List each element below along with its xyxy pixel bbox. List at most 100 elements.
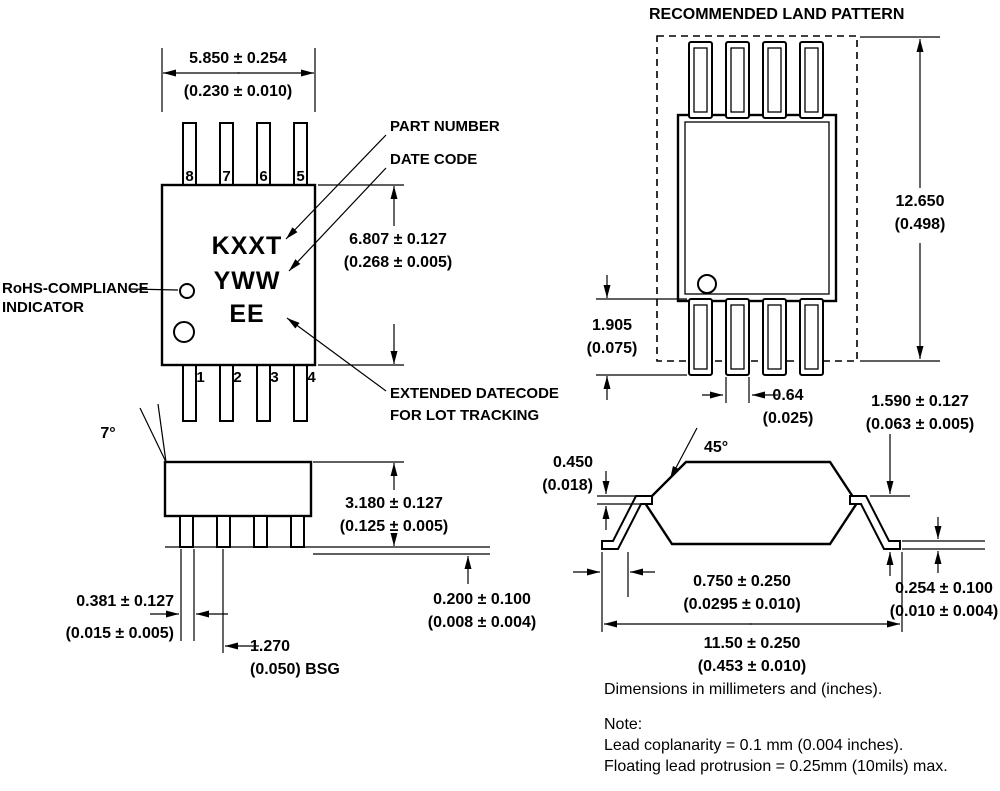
dim-pad-width: 0.64 (0.025) <box>702 377 813 427</box>
dim-text-mm: 11.50 ± 0.250 <box>704 635 801 652</box>
dim-lead-width: 0.381 ± 0.127 (0.015 ± 0.005) <box>66 549 228 642</box>
dim-text-mm: 5.850 ± 0.254 <box>189 50 287 67</box>
land-pad <box>725 298 750 376</box>
callout-label: PART NUMBER <box>390 118 500 135</box>
callout-extended-datecode: EXTENDED DATECODE FOR LOT TRACKING <box>286 317 559 424</box>
body-outline-outer <box>676 113 838 303</box>
dim-text-in: (0.498) <box>895 216 946 233</box>
dim-lead-pitch: 1.270 (0.050) BSG <box>222 549 340 678</box>
pin-lead-side <box>253 515 268 548</box>
note-heading: Note: <box>604 716 642 733</box>
dim-lead-thickness: 0.450 (0.018) <box>542 454 643 530</box>
land-pattern: RECOMMENDED LAND PATTERN <box>587 6 946 427</box>
leader-line <box>286 317 387 392</box>
top-view: 8 7 6 5 1 2 3 4 KXXT YWW EE 5.850 ± 0.25… <box>2 48 559 424</box>
pin-number: 7 <box>222 168 230 185</box>
land-pad-inner <box>767 304 782 370</box>
pin-lead <box>182 363 197 422</box>
dim-pad-length: 1.905 (0.075) <box>587 275 687 400</box>
dim-text-mm: 1.590 ± 0.127 <box>871 393 969 410</box>
marking-date-code: YWW <box>214 267 281 295</box>
pin-number: 5 <box>296 168 304 185</box>
dim-text-in: (0.230 ± 0.010) <box>184 83 292 100</box>
dim-text-mm: 12.650 <box>896 193 945 210</box>
top-view-pin-numbers: 8 7 6 5 1 2 3 4 <box>185 168 316 386</box>
pin-number: 6 <box>259 168 267 185</box>
land-pad <box>799 298 824 376</box>
callout-label: DATE CODE <box>390 151 477 168</box>
pin-number: 4 <box>307 369 316 386</box>
pin-lead-side <box>216 515 231 548</box>
land-pad-inner <box>730 47 745 113</box>
note-line: Floating lead protrusion = 0.25mm (10mil… <box>604 758 948 775</box>
land-pad <box>688 298 713 376</box>
dim-text-angle: 7° <box>100 425 115 442</box>
land-pad-inner <box>804 47 819 113</box>
pin-number: 3 <box>270 369 278 386</box>
gullwing-lead-right <box>849 495 901 550</box>
dim-text-in: (0.018) <box>542 477 593 494</box>
callout-date-code: DATE CODE <box>288 151 477 272</box>
dim-text-mm: 1.905 <box>592 317 632 334</box>
callout-rohs-indicator: RoHS-COMPLIANCE INDICATOR <box>2 280 179 316</box>
pin1-indicator-dot <box>173 321 195 343</box>
land-pad-inner <box>693 47 708 113</box>
dim-text-in: (0.010 ± 0.004) <box>890 603 998 620</box>
callout-label: RoHS-COMPLIANCE <box>2 280 149 297</box>
top-view-package-outline <box>160 122 317 422</box>
dim-draft-angle: 7° <box>100 403 167 463</box>
units-note: Dimensions in millimeters and (inches). <box>604 681 882 698</box>
pin-lead <box>219 363 234 422</box>
dim-text-mm: 0.450 <box>553 454 593 471</box>
pin-number: 2 <box>233 369 241 386</box>
leader-line <box>288 167 387 272</box>
package-body-side <box>163 460 313 518</box>
dim-text-mm: 3.180 ± 0.127 <box>345 495 443 512</box>
dim-foot-length: 0.750 ± 0.250 (0.0295 ± 0.010) <box>573 552 801 613</box>
dim-text-in: (0.268 ± 0.005) <box>344 254 452 271</box>
dim-body-length: 6.807 ± 0.127 (0.268 ± 0.005) <box>318 184 452 366</box>
callout-part-number: PART NUMBER <box>285 118 500 240</box>
end-view: 45° 0.450 (0.018) 1.590 ± 0.127 (0.063 ±… <box>542 393 998 675</box>
dim-standoff: 0.200 ± 0.100 (0.008 ± 0.004) <box>428 556 536 631</box>
callout-label: FOR LOT TRACKING <box>390 407 539 424</box>
dim-overall-height: 3.180 ± 0.127 (0.125 ± 0.005) <box>313 461 448 546</box>
land-pattern-title: RECOMMENDED LAND PATTERN <box>649 6 904 23</box>
side-view: 7° 3.180 ± 0.127 (0.125 ± 0.005) 0.200 ±… <box>66 403 536 678</box>
marking-part-number: KXXT <box>212 232 283 260</box>
land-pattern-body <box>676 113 838 303</box>
dim-text-in: (0.0295 ± 0.010) <box>683 596 800 613</box>
rohs-indicator-dot <box>179 283 195 299</box>
dim-text-mm: 0.254 ± 0.100 <box>895 580 993 597</box>
dim-text-mm: 6.807 ± 0.127 <box>349 231 447 248</box>
pin-number: 1 <box>196 369 204 386</box>
angle-line <box>157 403 167 463</box>
dim-chamfer-angle: 45° <box>669 427 728 480</box>
callout-label: EXTENDED DATECODE <box>390 385 559 402</box>
dim-text-mm: 1.270 <box>250 638 290 655</box>
land-pad-inner <box>730 304 745 370</box>
dim-text-in: (0.015 ± 0.005) <box>66 625 174 642</box>
dim-text-mm: 0.64 <box>772 387 803 404</box>
dim-text-in: (0.025) <box>763 410 814 427</box>
pin-lead-side <box>179 515 194 548</box>
callout-label: INDICATOR <box>2 299 84 316</box>
land-pad <box>688 41 713 119</box>
land-pad-inner <box>693 304 708 370</box>
pin1-indicator-dot <box>697 274 717 294</box>
dim-text-in: (0.063 ± 0.005) <box>866 416 974 433</box>
land-pad <box>725 41 750 119</box>
leader-line <box>129 288 179 291</box>
land-pad-inner <box>804 304 819 370</box>
top-view-marking: KXXT YWW EE <box>212 232 283 328</box>
pin-lead <box>256 363 271 422</box>
dim-text-mm: 0.200 ± 0.100 <box>433 591 531 608</box>
dim-lead-height: 1.590 ± 0.127 (0.063 ± 0.005) <box>866 393 974 576</box>
land-pad <box>799 41 824 119</box>
land-pad <box>762 41 787 119</box>
dim-text-mm: 0.381 ± 0.127 <box>76 593 174 610</box>
dim-overall-width: 11.50 ± 0.250 (0.453 ± 0.010) <box>601 552 903 675</box>
dim-text-mm: 0.750 ± 0.250 <box>693 573 791 590</box>
